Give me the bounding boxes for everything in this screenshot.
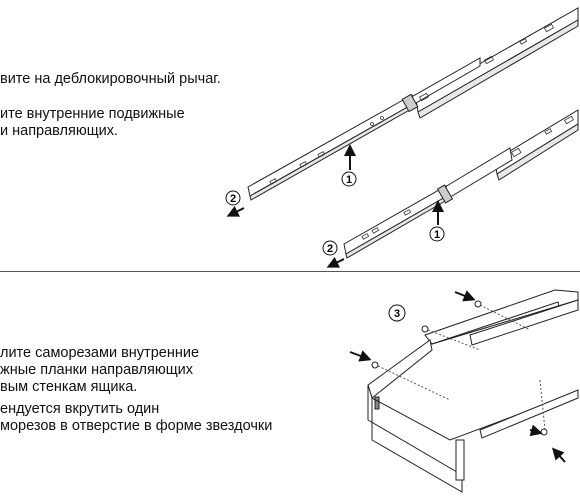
callout-two-lower: 2 bbox=[322, 240, 338, 256]
upper-drawer-slide bbox=[247, 7, 579, 201]
callout-one: 1 bbox=[341, 171, 357, 187]
drawer-box bbox=[367, 289, 579, 493]
callout-two-lower-label: 2 bbox=[327, 243, 333, 255]
step2-text-line2: жные планки направляющих bbox=[0, 362, 193, 378]
arrow-icon bbox=[349, 350, 372, 362]
step2-text-line4: ендуется вкрутить один bbox=[0, 401, 160, 417]
callout-two-label: 2 bbox=[230, 193, 236, 205]
callout-three: 3 bbox=[388, 304, 406, 322]
callout-three-label: 3 bbox=[394, 308, 400, 320]
callout-one-lower: 1 bbox=[429, 226, 445, 242]
callout-one-lower-label: 1 bbox=[434, 229, 440, 241]
section-divider bbox=[0, 271, 580, 272]
arrow-icon bbox=[551, 447, 566, 463]
step1-text-line3: и направляющих. bbox=[0, 123, 119, 139]
step1-text-line1: вите на деблокировочный рычаг. bbox=[0, 71, 221, 87]
callout-two: 2 bbox=[225, 190, 241, 206]
step2-text-line1: лите саморезами внутренние bbox=[0, 345, 200, 361]
callout-one-label: 1 bbox=[346, 174, 352, 186]
arrow-icon bbox=[326, 256, 345, 268]
step2-text-line3: вым стенкам ящика. bbox=[0, 379, 138, 395]
release-lever bbox=[436, 184, 454, 204]
arrow-icon bbox=[454, 290, 476, 302]
screw-icon bbox=[371, 300, 548, 436]
arrow-icon bbox=[529, 424, 543, 437]
step1-text-line2: ите внутренние подвижные bbox=[0, 106, 185, 122]
release-lever bbox=[401, 93, 419, 113]
lower-drawer-slide bbox=[343, 109, 579, 259]
arrow-icon bbox=[226, 205, 245, 217]
step2-text-line5: морезов в отверстие в форме звездочки bbox=[0, 418, 273, 434]
